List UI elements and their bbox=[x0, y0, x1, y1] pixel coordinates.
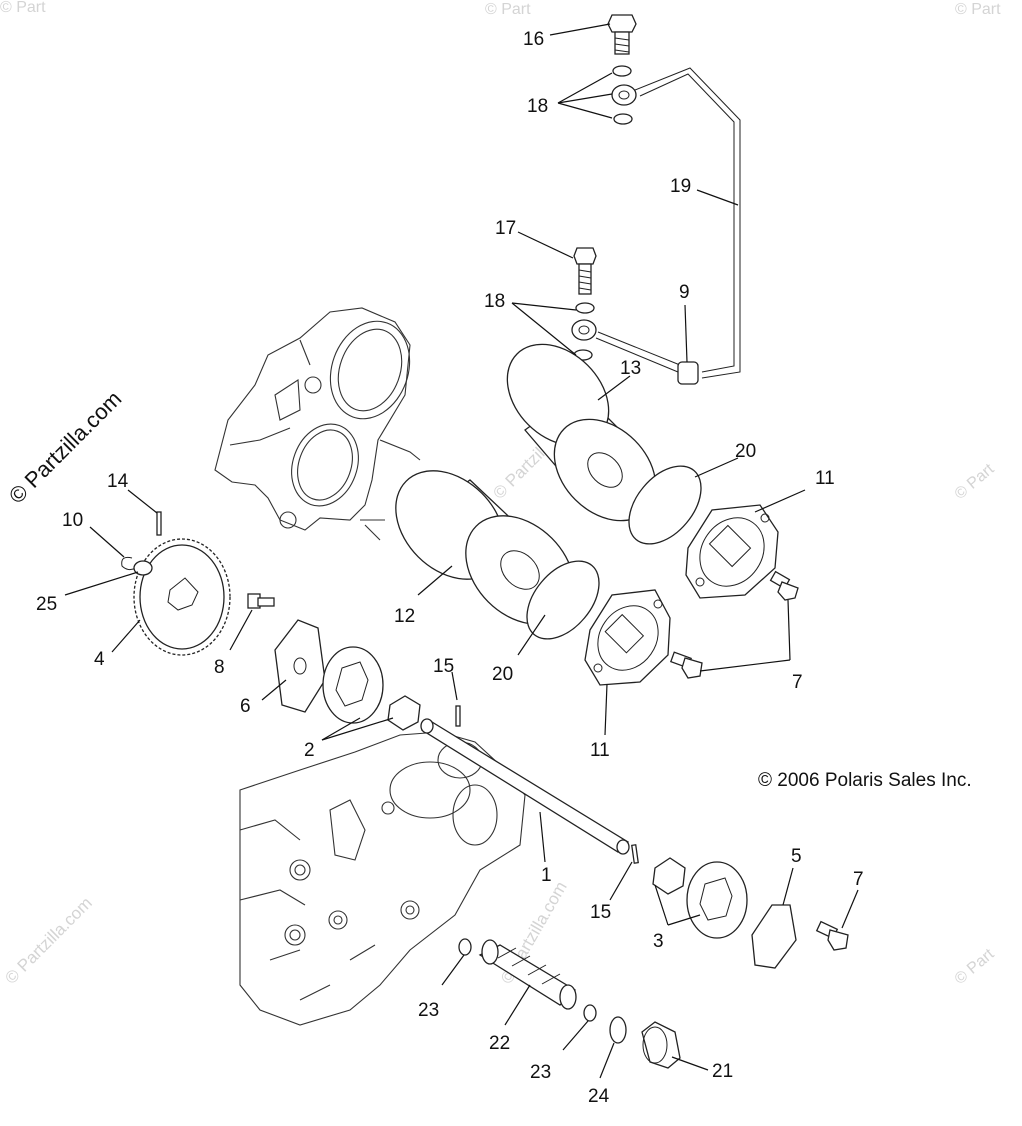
engine-case-upper bbox=[214, 307, 421, 541]
dowel-pin-14 bbox=[156, 511, 162, 536]
callout-24: 24 bbox=[588, 1086, 610, 1107]
snap-ring bbox=[121, 556, 137, 571]
pump-rotor-right bbox=[652, 857, 748, 939]
callout-7-lower: 7 bbox=[853, 869, 864, 890]
mount-bolt bbox=[247, 593, 275, 609]
cover-bolt-right bbox=[815, 920, 849, 951]
callout-25: 25 bbox=[36, 594, 57, 615]
copyright-notice: © 2006 Polaris Sales Inc. bbox=[758, 770, 972, 791]
cover-bolt-upper bbox=[769, 570, 799, 601]
lower-banjo-assembly bbox=[571, 247, 597, 361]
faint-watermarks: © Part © Part © Part © Part © Part © Par… bbox=[0, 0, 1001, 988]
cover-bolt-lower bbox=[669, 651, 703, 679]
callout-9: 9 bbox=[679, 282, 690, 303]
oil-filter-13 bbox=[506, 343, 657, 522]
o-ring-20-lower bbox=[526, 560, 600, 640]
callout-10: 10 bbox=[62, 510, 83, 531]
pump-shaft bbox=[420, 718, 630, 855]
watermark-right-2: © Part bbox=[952, 945, 998, 988]
drive-gear bbox=[133, 538, 231, 656]
watermark-top-left: © Part bbox=[0, 0, 46, 16]
pump-plate-hole bbox=[293, 657, 307, 675]
callout-15-upper: 15 bbox=[433, 656, 454, 677]
pump-plate-left bbox=[274, 619, 326, 713]
engine-case-lower bbox=[239, 731, 526, 1026]
o-ring-23-left bbox=[458, 938, 472, 956]
callout-3: 3 bbox=[653, 931, 664, 952]
watermark-right-1: © Part bbox=[952, 460, 998, 503]
dowel-pin-15-upper bbox=[455, 705, 461, 727]
callout-6: 6 bbox=[240, 696, 251, 717]
upper-banjo-assembly bbox=[607, 14, 637, 125]
callout-4: 4 bbox=[94, 649, 105, 670]
o-ring-20-upper bbox=[628, 465, 702, 545]
pump-plate-right bbox=[751, 904, 797, 969]
callout-2: 2 bbox=[304, 740, 315, 761]
callout-20-upper: 20 bbox=[735, 441, 756, 462]
callout-18-lower: 18 bbox=[484, 291, 505, 312]
drain-plug bbox=[641, 1021, 681, 1069]
oil-filter-12 bbox=[395, 470, 575, 625]
callout-23-right: 23 bbox=[530, 1062, 551, 1083]
callout-16: 16 bbox=[523, 29, 544, 50]
callout-14: 14 bbox=[107, 471, 129, 492]
callout-21: 21 bbox=[712, 1061, 733, 1082]
callout-13: 13 bbox=[620, 358, 641, 379]
pump-rotor-left bbox=[322, 646, 421, 731]
filter-cover-lower bbox=[584, 589, 671, 686]
callout-11-lower: 11 bbox=[590, 740, 610, 761]
o-ring-24 bbox=[609, 1016, 627, 1044]
watermark-top-mid: © Part bbox=[485, 1, 531, 18]
callout-12: 12 bbox=[394, 606, 415, 627]
callout-20-lower: 20 bbox=[492, 664, 513, 685]
callout-19: 19 bbox=[670, 176, 691, 197]
callout-5: 5 bbox=[791, 846, 802, 867]
oil-line bbox=[595, 67, 741, 379]
callout-8: 8 bbox=[214, 657, 225, 678]
oil-screen bbox=[478, 939, 577, 1010]
line-fitting bbox=[677, 361, 699, 385]
callout-23-left: 23 bbox=[418, 1000, 439, 1021]
dowel-pin-15-lower bbox=[631, 844, 639, 864]
callout-labels: 16 18 19 17 18 9 13 20 11 14 10 25 4 8 1… bbox=[36, 29, 864, 1107]
washer bbox=[133, 560, 153, 576]
callout-17: 17 bbox=[495, 218, 516, 239]
callout-7-mid: 7 bbox=[792, 672, 803, 693]
leader-lines bbox=[64, 23, 859, 1079]
callout-18-upper: 18 bbox=[527, 96, 548, 117]
callout-1: 1 bbox=[541, 865, 552, 886]
o-ring-23-right bbox=[583, 1004, 597, 1022]
callout-15-lower: 15 bbox=[590, 902, 611, 923]
callout-22: 22 bbox=[489, 1033, 510, 1054]
watermark-left-low: © Partzilla.com bbox=[1, 893, 95, 987]
watermark-top-right: © Part bbox=[955, 1, 1001, 18]
callout-11-upper: 11 bbox=[815, 468, 835, 489]
filter-cover-upper bbox=[685, 504, 779, 599]
